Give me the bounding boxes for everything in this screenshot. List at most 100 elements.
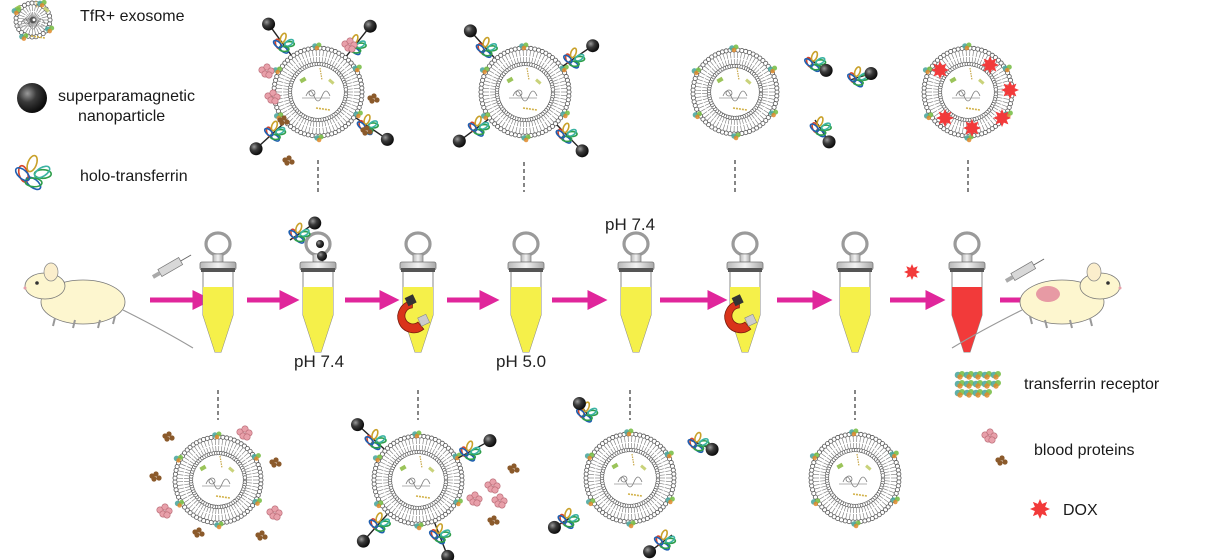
blood-protein-icon	[485, 479, 500, 493]
nanoparticle-icon	[586, 39, 599, 52]
tube-6	[722, 233, 763, 352]
exosome-bottom-3	[584, 429, 676, 529]
tube-cap-ring	[955, 233, 979, 255]
nanoparticle-conjugate	[288, 217, 321, 245]
blood-protein-icon	[467, 492, 482, 506]
nanoparticle-conjugate	[809, 116, 835, 148]
tube-1	[200, 233, 236, 352]
tube-cap-ring	[733, 233, 757, 255]
blood-protein-icon	[267, 506, 282, 520]
nanoparticle-icon	[820, 64, 833, 77]
nanoparticle-conjugate	[548, 508, 579, 534]
legend-nanoparticle-icon	[17, 83, 47, 113]
tumor	[1036, 286, 1060, 302]
nanoparticle-conjugate	[464, 24, 498, 58]
exosome-illustrations	[149, 18, 1019, 560]
nanoparticle-icon	[262, 18, 275, 31]
nanoparticle-icon	[317, 251, 327, 261]
legend-nanoparticle-label-line1: superparamagnetic	[58, 88, 195, 106]
serum-protein-icon	[149, 471, 161, 481]
tube-8	[949, 233, 985, 352]
exosome-top-2	[479, 43, 571, 143]
nanoparticle-conjugate	[687, 432, 719, 456]
tube-liquid	[952, 287, 982, 352]
nanoparticle-icon	[357, 535, 370, 548]
exosome-bottom-1	[173, 432, 263, 530]
tube-3	[395, 233, 436, 352]
nanoparticle-icon	[441, 550, 454, 560]
serum-protein-icon	[192, 527, 204, 537]
ph-label-elution: pH 5.0	[496, 352, 546, 372]
tube-liquid	[511, 287, 541, 352]
tube-liquid	[840, 287, 870, 352]
serum-protein-icon	[255, 530, 267, 540]
ph-label-binding: pH 7.4	[294, 352, 344, 372]
dox-addition-icon	[904, 264, 920, 280]
legend-nanoparticle-label-line2: nanoparticle	[78, 108, 165, 126]
tube-7	[837, 233, 873, 352]
nanoparticle-icon	[865, 67, 878, 80]
nanoparticle-icon	[643, 545, 656, 558]
exosome-top-3	[691, 45, 779, 141]
nanoparticle-conjugate	[563, 39, 600, 69]
nanoparticle-icon	[250, 142, 263, 155]
legend-blood-proteins-label: blood proteins	[1034, 442, 1135, 460]
nanoparticle-icon	[316, 240, 324, 248]
syringe-inject-icon	[1004, 256, 1046, 285]
nanoparticle-conjugate	[847, 66, 878, 88]
blood-protein-icon	[492, 494, 507, 508]
blood-protein-icon	[259, 64, 274, 78]
blood-protein-icon	[237, 426, 252, 440]
exosome-top-1	[272, 43, 364, 143]
legend-transferrin-receptor-icon	[955, 371, 1001, 398]
dox-loaded-3	[1001, 81, 1019, 99]
nanoparticle-icon	[548, 521, 561, 534]
nanoparticle-conjugate	[250, 121, 286, 156]
dox-loaded-1	[931, 61, 949, 79]
nanoparticle-icon	[381, 133, 394, 146]
dox-loaded-2	[981, 56, 999, 74]
nanoparticle-icon	[364, 20, 377, 33]
tube-2	[300, 233, 336, 352]
tube-5	[618, 233, 654, 352]
ph-label-neutralize: pH 7.4	[605, 215, 655, 235]
mouse-source	[24, 263, 194, 348]
syringe-draw-icon	[151, 252, 193, 281]
legend-holo-transferrin-icon	[13, 154, 51, 192]
nanoparticle-conjugate	[458, 434, 496, 462]
nanoparticle-conjugate	[262, 18, 294, 55]
nanoparticle-icon	[576, 144, 589, 157]
tube-liquid	[203, 287, 233, 352]
blood-protein-icon	[157, 504, 172, 518]
serum-protein-icon	[487, 515, 499, 525]
tube-cap-ring	[514, 233, 538, 255]
legend-blood-proteins-icon	[982, 429, 997, 443]
tube-cap-ring	[406, 233, 430, 255]
legend-exosome-icon	[12, 0, 55, 41]
nanoparticle-icon	[706, 443, 719, 456]
serum-protein-icon	[269, 457, 281, 467]
blood-protein-icon	[342, 38, 357, 52]
nanoparticle-icon	[308, 217, 321, 230]
serum-protein-icon	[360, 125, 372, 135]
nanoparticle-icon	[483, 434, 496, 447]
nanoparticle-conjugate	[643, 529, 676, 558]
nanoparticle-icon	[464, 24, 477, 37]
nanoparticle-icon	[351, 418, 364, 431]
tube-cap-ring	[206, 233, 230, 255]
serum-protein-icon	[162, 431, 174, 441]
exosome-bottom-4	[809, 429, 901, 529]
legend-holo-transferrin-label: holo-transferrin	[80, 168, 188, 186]
nanoparticle-conjugate	[453, 116, 490, 148]
dox-loaded-4	[936, 109, 954, 127]
serum-protein-icon	[507, 463, 519, 473]
nanoparticle-conjugate	[804, 51, 833, 77]
nanoparticle-conjugate	[573, 397, 598, 423]
legend-exosome-label: TfR+ exosome	[80, 8, 184, 26]
dox-loaded-5	[963, 119, 981, 137]
legend-transferrin-receptor-label: transferrin receptor	[1024, 376, 1159, 394]
legend-dox-icon	[1030, 499, 1050, 519]
nanoparticle-icon	[573, 397, 586, 410]
tubes	[200, 233, 985, 352]
